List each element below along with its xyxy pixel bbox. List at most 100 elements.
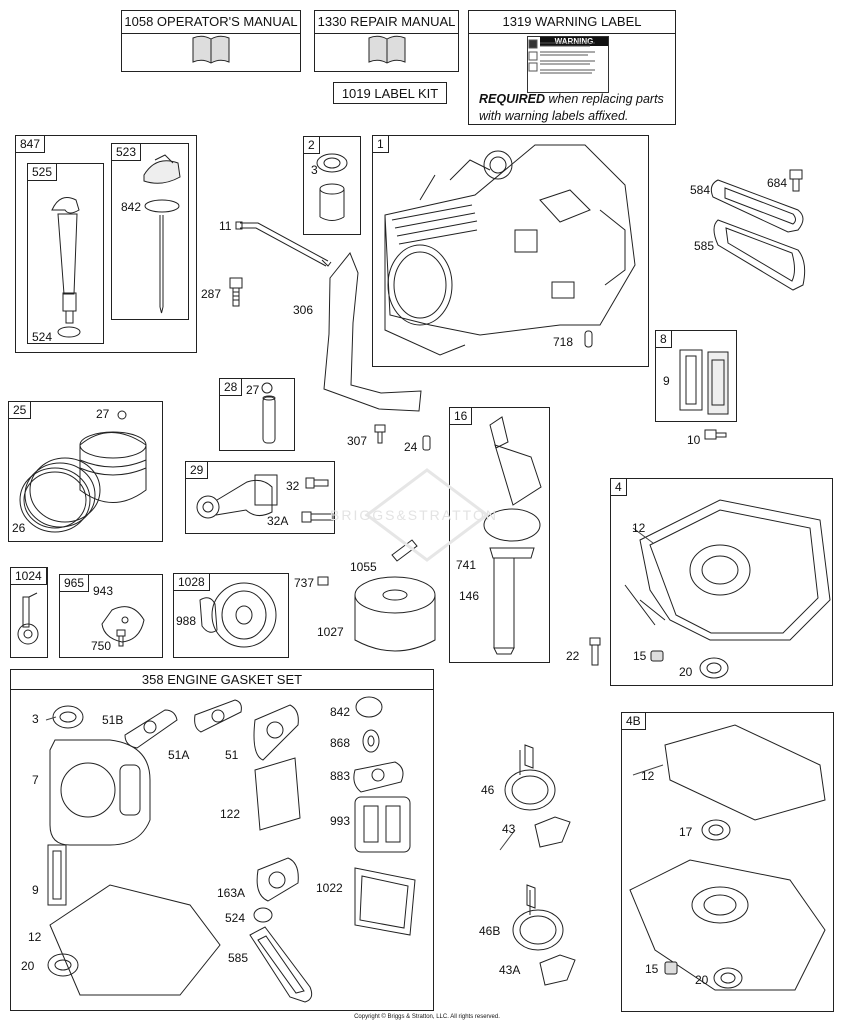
callout-32: 32 [286, 479, 300, 493]
callout-32a: 32A [267, 514, 289, 528]
breather-tube [235, 221, 332, 267]
group-1024-tag: 1024 [10, 567, 47, 585]
group-28-box: 28 [219, 378, 295, 451]
group-25-tag: 25 [8, 401, 32, 419]
pulley-1028 [211, 582, 277, 648]
group-965-box: 965 [59, 574, 163, 658]
warning-sticker-header: WARNING [540, 37, 608, 46]
gasket-12c [664, 724, 826, 821]
callout-307: 307 [347, 434, 368, 448]
piston-pin [262, 395, 276, 444]
seal-3 [52, 705, 84, 729]
gasket-9 [679, 349, 703, 411]
warning-label-box: 1319 WARNING LABEL WARNING REQUIRED when… [468, 10, 676, 125]
group-4-tag: 4 [610, 478, 627, 496]
gasket-set-title: 358 ENGINE GASKET SET [11, 670, 433, 690]
cover-9 [707, 351, 729, 415]
callout-27: 27 [246, 383, 260, 397]
seal-868 [362, 729, 380, 753]
screw-10 [704, 429, 727, 440]
callout-20b: 20 [21, 959, 35, 973]
cover-plate-965 [101, 606, 145, 643]
screw-307 [374, 424, 386, 444]
warning-label-title: 1319 WARNING LABEL [469, 11, 675, 34]
callout-883: 883 [330, 769, 351, 783]
group-1028-box: 1028 [173, 573, 289, 658]
head-gasket-7 [49, 739, 151, 846]
callout-287: 287 [201, 287, 222, 301]
callout-22: 22 [566, 649, 580, 663]
air-guide [323, 252, 422, 412]
crankshaft [483, 416, 542, 655]
callout-122: 122 [220, 807, 241, 821]
gasket-51b [124, 709, 178, 749]
bolt-22 [589, 637, 601, 666]
ring-524 [253, 907, 273, 923]
group-2-tag: 2 [303, 136, 320, 154]
crankcase-base [629, 859, 826, 991]
screw-684 [789, 169, 803, 192]
callout-163a: 163A [217, 886, 246, 900]
required-bold: REQUIRED [479, 92, 545, 106]
group-847-tag: 847 [15, 135, 46, 153]
callout-27b: 27 [96, 407, 110, 421]
bolt-287 [229, 277, 243, 307]
screw-750 [116, 629, 126, 647]
callout-51b: 51B [102, 713, 124, 727]
callout-11: 11 [219, 219, 232, 233]
callout-26: 26 [12, 521, 26, 535]
governor-43 [534, 816, 571, 848]
callout-10: 10 [687, 433, 701, 447]
seal-20c [713, 967, 743, 989]
callout-741: 741 [456, 558, 477, 572]
book-icon [368, 35, 406, 64]
gasket-585 [713, 219, 806, 291]
callout-43a: 43A [499, 963, 521, 977]
callout-9: 9 [663, 374, 670, 388]
gasket-set-box: 358 ENGINE GASKET SET [10, 669, 434, 1011]
bolt-32 [305, 477, 329, 489]
bolt-32a [301, 511, 334, 523]
group-965-tag: 965 [59, 574, 90, 592]
gasket-584 [710, 179, 804, 233]
callout-718: 718 [553, 335, 574, 349]
group-2-box: 2 [303, 136, 361, 235]
callout-146: 146 [459, 589, 480, 603]
callout-46b: 46B [479, 924, 501, 938]
governor-1024 [17, 592, 39, 645]
retainer-27 [117, 410, 127, 420]
gasket-9b [47, 844, 67, 906]
camshaft-46 [504, 744, 556, 811]
callout-51: 51 [225, 748, 239, 762]
piston-rings [19, 457, 101, 533]
gasket-163a [256, 857, 299, 902]
seal-17 [701, 819, 731, 841]
oil-filter [354, 576, 436, 652]
callout-524: 524 [32, 330, 53, 344]
callout-12b: 12 [28, 930, 42, 944]
required-text-2: with warning labels affixed. [479, 109, 629, 123]
callout-3: 3 [311, 163, 318, 177]
camshaft-46b [512, 884, 564, 951]
callout-988: 988 [176, 614, 197, 628]
callout-15: 15 [633, 649, 647, 663]
group-1-tag: 1 [372, 135, 389, 153]
callout-684: 684 [767, 176, 788, 190]
callout-842b: 842 [330, 705, 351, 719]
callout-524b: 524 [225, 911, 246, 925]
callout-306: 306 [293, 303, 314, 317]
dipstick [143, 154, 181, 314]
callout-943: 943 [93, 584, 114, 598]
crankcase-cover [624, 499, 831, 641]
callout-868: 868 [330, 736, 351, 750]
callout-9b: 9 [32, 883, 39, 897]
gasket-993 [354, 796, 411, 853]
plug-15 [650, 650, 664, 662]
required-text: when replacing parts [544, 92, 664, 106]
callout-3b: 3 [32, 712, 39, 726]
plug-15b [664, 961, 678, 975]
governor-43a [539, 954, 576, 986]
gasket-585b [249, 926, 313, 1003]
callout-737: 737 [294, 576, 315, 590]
